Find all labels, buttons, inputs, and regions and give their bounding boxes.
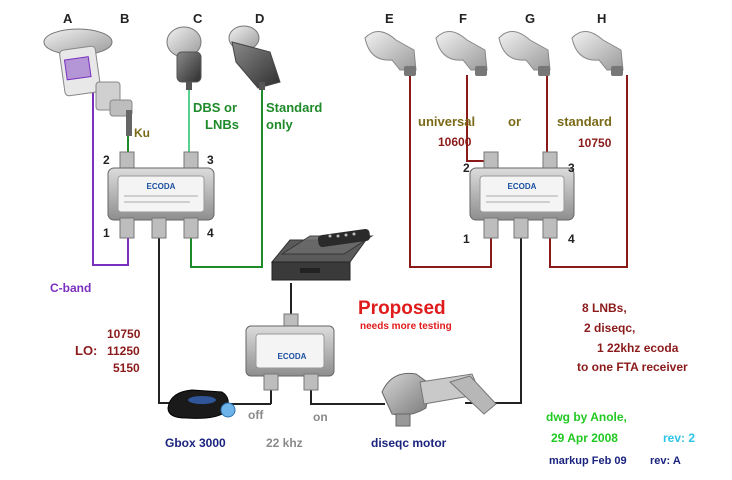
label-lnb-a: A [63, 11, 73, 26]
cable-left-switch-to-gbox [158, 238, 184, 404]
label-or: or [508, 114, 521, 129]
lnb-f [435, 31, 488, 76]
cable-22khz-on-to-motor [310, 390, 385, 405]
cable-h-to-switch [549, 75, 628, 268]
label-diseqc-motor: diseqc motor [371, 436, 447, 450]
lo-value-1: 10750 [107, 327, 141, 341]
switch-22khz-brand: ECODA [278, 352, 307, 361]
diseqc-motor [381, 372, 497, 427]
switch-right-brand: ECODA [508, 182, 537, 191]
label-proposed: Proposed [358, 298, 446, 319]
lo-value-3: 5150 [113, 361, 140, 375]
cable-f-to-switch [466, 75, 491, 162]
label-lnb-f: F [459, 11, 467, 26]
diseqc-switch-right: ECODA [469, 151, 575, 239]
label-lnb-e: E [385, 11, 394, 26]
label-markup: markup Feb 09 [549, 455, 627, 467]
22khz-switch: ECODA [245, 313, 335, 391]
c-band-cable [92, 92, 129, 266]
diseqc-switch-left: ECODA [107, 151, 215, 239]
label-date: 29 Apr 2008 [551, 431, 618, 445]
switch-left-brand: ECODA [147, 182, 176, 191]
lo-value-2: 11250 [107, 344, 140, 358]
summary-line-3: 1 22khz ecoda [597, 341, 679, 355]
fta-receiver [270, 228, 374, 281]
right-switch-port-1: 1 [463, 232, 470, 246]
left-switch-port-3: 3 [207, 153, 214, 167]
lnb-g [498, 31, 551, 76]
label-22khz: 22 khz [266, 436, 303, 450]
label-needs-testing: needs more testing [360, 321, 452, 332]
summary-line-4: to one FTA receiver [577, 360, 688, 374]
label-standard-only-line1: Standard [266, 100, 323, 115]
right-switch-port-3: 3 [568, 161, 575, 175]
label-lnb-h: H [597, 11, 607, 26]
left-switch-port-4: 4 [207, 226, 214, 240]
lnb-h [571, 31, 624, 76]
lnb-a-c-ku-combo [43, 28, 133, 136]
label-dwg-by: dwg by Anole, [546, 410, 627, 424]
label-freq-standard: 10750 [578, 136, 612, 150]
label-c-band: C-band [50, 281, 92, 295]
label-lnb-c: C [193, 11, 203, 26]
label-rev-a: rev: A [650, 455, 681, 467]
label-lnb-d: D [255, 11, 265, 26]
label-ku: Ku [134, 126, 150, 140]
label-dbs-line1: DBS or [193, 100, 238, 115]
left-switch-port-2: 2 [103, 153, 110, 167]
label-freq-universal: 10600 [438, 135, 472, 149]
label-universal: universal [418, 114, 476, 129]
right-switch-port-4: 4 [568, 232, 575, 246]
label-on: on [313, 410, 328, 424]
label-lo-title: LO: [75, 343, 98, 358]
standard-cable [190, 88, 263, 268]
label-standard: standard [557, 114, 612, 129]
label-rev-2: rev: 2 [663, 431, 696, 445]
lnb-c [166, 26, 202, 90]
left-switch-port-1: 1 [103, 226, 110, 240]
label-gbox: Gbox 3000 [165, 436, 226, 450]
summary-line-2: 2 diseqc, [584, 321, 636, 335]
lnb-e [364, 31, 417, 76]
label-lnb-b: B [120, 11, 130, 26]
label-off: off [248, 408, 264, 422]
summary-line-1: 8 LNBs, [582, 301, 627, 315]
lnb-d [228, 25, 281, 90]
label-standard-only-line2: only [266, 117, 293, 132]
label-dbs-line2: LNBs [205, 117, 239, 132]
label-lnb-g: G [525, 11, 536, 26]
gbox-3000 [167, 389, 236, 419]
cable-e-to-switch [409, 75, 492, 268]
right-switch-port-2: 2 [463, 161, 470, 175]
